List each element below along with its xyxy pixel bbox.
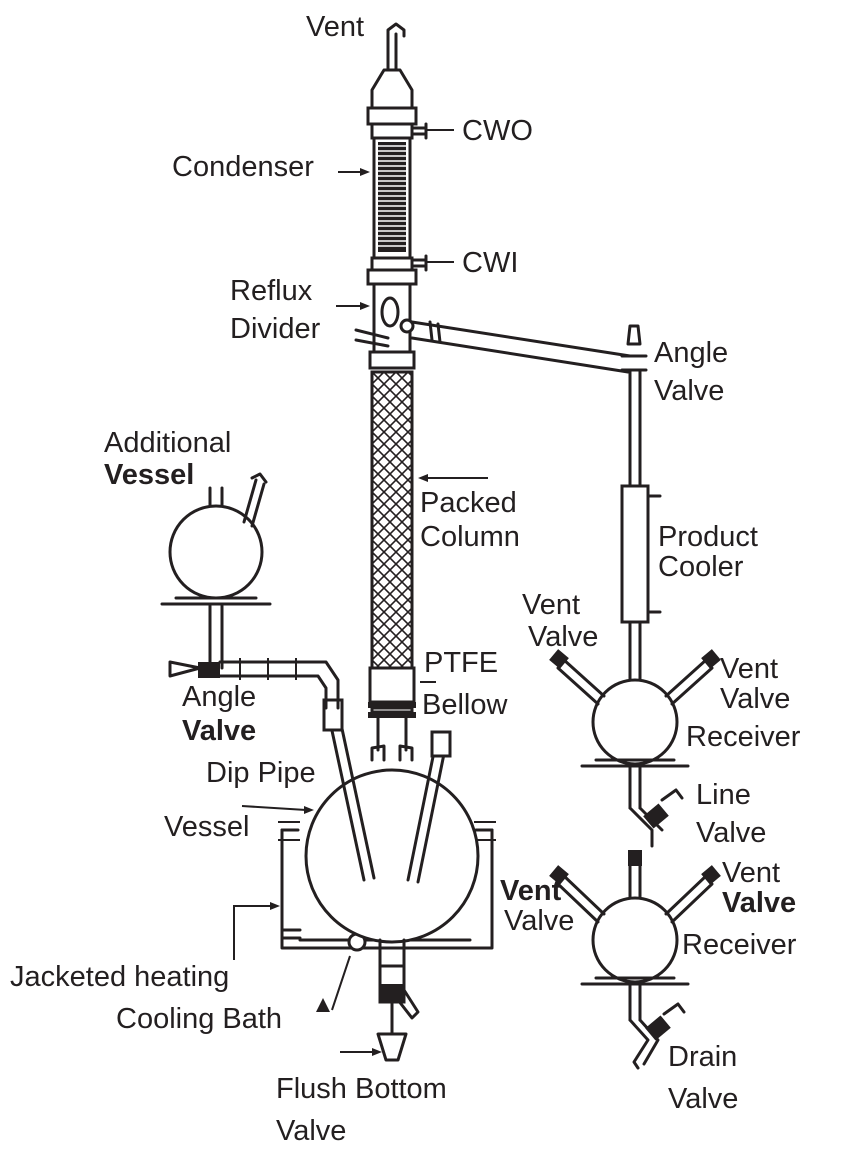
- label-vent-valve-l2-1: Vent: [500, 875, 562, 907]
- label-vessel: Vessel: [164, 811, 249, 843]
- dip-pipe: [322, 698, 452, 884]
- label-divider: Divider: [230, 313, 321, 345]
- label-additional: Additional: [104, 427, 231, 459]
- label-product: Product: [658, 521, 758, 553]
- label-vent-valve-r2-1: Vent: [722, 857, 780, 889]
- angle-valve-top: [620, 324, 648, 488]
- label-additional-vessel: Vessel: [104, 459, 194, 491]
- label-line-valve: Valve: [696, 817, 766, 849]
- label-angle-valve-top-2: Valve: [654, 375, 724, 407]
- label-vent-valve-l1-2: Valve: [528, 621, 598, 653]
- label-vent-valve-r2-2: Valve: [722, 887, 796, 919]
- label-reflux: Reflux: [230, 275, 313, 307]
- cooling-bath-jacket: [278, 821, 496, 952]
- packed-column: [368, 370, 416, 704]
- additional-vessel: [160, 472, 272, 670]
- label-condenser: Condenser: [172, 151, 314, 183]
- condenser-head: [366, 68, 428, 140]
- reflux-divider: [354, 282, 416, 370]
- label-receiver-1: Receiver: [686, 721, 801, 753]
- label-packed: Packed: [420, 487, 517, 519]
- label-column: Column: [420, 521, 520, 553]
- label-cwo: CWO: [462, 115, 533, 147]
- label-line: Line: [696, 779, 751, 811]
- label-vent-valve-l1-1: Vent: [522, 589, 580, 621]
- label-angle-valve-top-1: Angle: [654, 337, 728, 369]
- vent-outlet: [386, 22, 406, 72]
- ptfe-bellow: [368, 702, 416, 762]
- angle-valve-left: [168, 658, 340, 710]
- label-angle-valve-left-1: Angle: [182, 681, 256, 713]
- label-drain: Drain: [668, 1041, 737, 1073]
- label-cooling-bath: Cooling Bath: [116, 1003, 282, 1035]
- label-vent-valve-r1-2: Valve: [720, 683, 790, 715]
- label-cwi: CWI: [462, 247, 518, 279]
- label-vent: Vent: [306, 11, 364, 43]
- label-flush-bottom-valve: Valve: [276, 1115, 346, 1147]
- label-flush-bottom: Flush Bottom: [276, 1073, 447, 1105]
- label-cooler: Cooler: [658, 551, 744, 583]
- receiver-2: [549, 865, 721, 1022]
- distillate-line: [399, 318, 632, 374]
- label-jacketed-heating: Jacketed heating: [10, 961, 229, 993]
- label-ptfe: PTFE: [424, 647, 498, 679]
- condenser: [366, 136, 428, 286]
- label-dip-pipe: Dip Pipe: [206, 757, 316, 789]
- flush-bottom-valve: [376, 964, 420, 1062]
- label-drain-valve: Valve: [668, 1083, 738, 1115]
- leader-lines: [233, 129, 488, 1056]
- label-receiver-2: Receiver: [682, 929, 797, 961]
- drain-valve: [628, 1002, 686, 1070]
- main-vessel: [304, 768, 480, 970]
- label-vent-valve-r1-1: Vent: [720, 653, 778, 685]
- label-bellow: Bellow: [422, 689, 508, 721]
- product-cooler: [620, 484, 662, 682]
- label-vent-valve-l2-2: Valve: [504, 905, 574, 937]
- label-angle-valve-left-2: Valve: [182, 715, 256, 747]
- receiver-1: [549, 649, 721, 810]
- line-valve: [628, 788, 684, 902]
- bath-drain-funnel: [316, 998, 330, 1012]
